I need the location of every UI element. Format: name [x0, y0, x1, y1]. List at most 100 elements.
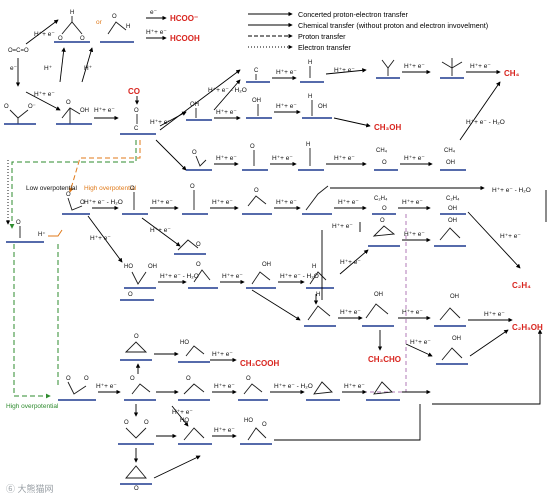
svg-text:H: H	[308, 60, 312, 66]
acetyl-intermediate: O	[238, 376, 268, 401]
hpe-label-29: H⁺+ e⁻	[402, 309, 423, 316]
hoch2ch2-intermediate: OH	[434, 218, 466, 247]
legend-label: Chemical transfer (without proton and el…	[298, 21, 488, 30]
hpe-label-28: H⁺+ e⁻	[340, 309, 361, 316]
hpe-h2o-label: H⁺+ e⁻ - H₂O	[208, 87, 247, 94]
hcc-oh-intermediate: OH	[246, 262, 276, 289]
coh-intermediate: OH	[186, 102, 212, 121]
svg-text:O: O	[192, 150, 197, 156]
svg-text:H: H	[316, 292, 320, 298]
low-overpotential-label: Low overpotential	[26, 185, 78, 192]
hpe-label-14: H⁺+ e⁻	[334, 155, 355, 162]
svg-text:OH: OH	[450, 294, 459, 300]
hpe-label-16: H⁺+ e⁻	[152, 199, 173, 206]
green-dashed-path-upper	[9, 140, 137, 229]
svg-text:O: O	[130, 186, 135, 192]
orange-dashed-path	[68, 140, 141, 193]
svg-text:OH: OH	[374, 292, 383, 298]
e-minus-label-2: e⁻	[150, 9, 158, 16]
svg-text:H⁺: H⁺	[38, 231, 46, 238]
hpe-label-4: H⁺+ e⁻	[94, 107, 115, 114]
svg-text:O: O	[196, 242, 201, 248]
product-ch3cooh: CH₃COOH	[240, 359, 279, 368]
svg-text:O⁻: O⁻	[28, 104, 36, 110]
co-adsorbed: O C	[120, 108, 156, 135]
hpe-label-6: H⁺+ e⁻	[216, 109, 237, 116]
up-to-ocho-arrow	[59, 47, 66, 83]
svg-text:OH: OH	[262, 262, 271, 268]
ch2oh-intermediate: H OH	[302, 94, 332, 119]
diag-link-lower	[171, 405, 189, 427]
ch3ch2oh-alt-intermediate: OH	[436, 336, 468, 365]
hpe-label-24: H⁺+ e⁻	[222, 273, 243, 280]
hpe-label-27: H⁺+ e⁻	[332, 223, 353, 230]
product-hcoo: HCOO⁻	[170, 14, 198, 23]
hpe-label-37: H⁺+ e⁻	[172, 409, 193, 416]
hpe-label-36: H⁺+ e⁻	[214, 427, 235, 434]
coo-adsorbed: O O⁻	[4, 104, 36, 125]
product-hcooh: HCOOH	[170, 34, 200, 43]
hpe-label-2: H⁺+ e⁻	[146, 29, 167, 36]
cooh-adsorbed: OOH	[56, 100, 92, 125]
svg-text:O: O	[144, 420, 149, 426]
green-dashed-path-lower	[13, 244, 51, 399]
epoxy-intermediate: O	[368, 218, 400, 247]
o-adsorbed-intermediate: O	[374, 160, 398, 171]
to-ch3oh-arrow	[333, 117, 371, 128]
hpe-label: H⁺+ e⁻	[34, 31, 55, 38]
ch2o-intermediate: O	[242, 144, 268, 171]
bottom-right-link	[274, 404, 421, 441]
svg-text:O: O	[84, 376, 89, 382]
dimer-to-ococoh-arrow	[87, 215, 123, 263]
svg-text:O: O	[190, 184, 195, 190]
svg-text:O: O	[58, 36, 63, 42]
oh-adsorbed-c2: OH	[440, 206, 466, 215]
purple-dashed-path	[340, 214, 407, 393]
ch2coh-intermediate: H	[306, 264, 334, 289]
svg-text:OH: OH	[190, 102, 199, 108]
hpe-label-18: H⁺+ e⁻	[276, 199, 297, 206]
hpe-label-22: H⁺+ e⁻	[90, 235, 111, 242]
o-adsorbed-c2: O	[372, 206, 396, 215]
svg-text:O: O	[382, 206, 387, 212]
product-ch3cho: CH₃CHO	[368, 355, 401, 364]
svg-text:C: C	[254, 68, 259, 74]
ring-top-2: HO	[178, 340, 210, 363]
or-label: or	[96, 19, 103, 26]
co-to-cho-arrow	[155, 139, 187, 171]
svg-text:HO: HO	[124, 264, 133, 270]
h-to-dimer-orange-link	[48, 229, 63, 237]
hpe-h2o-label-3: H⁺+ e⁻ - H₂O	[84, 199, 123, 206]
hpe-h2o-label-2: H⁺+ e⁻ - H₂O	[466, 119, 505, 126]
cc-oh-intermediate: O	[188, 262, 218, 289]
hpe-label-31: H⁺+ e⁻	[410, 339, 431, 346]
legend-item-proton: Proton transfer	[248, 32, 346, 41]
svg-text:O: O	[134, 334, 139, 340]
legend-label: Electron transfer	[298, 43, 351, 52]
glyoxal-intermediate: O O	[118, 420, 154, 445]
svg-text:O: O	[66, 100, 71, 106]
hcoh-intermediate: OH	[246, 98, 272, 119]
co2-molecule: O=C=O	[8, 48, 29, 54]
bottom-ring-intermediate: O	[120, 465, 152, 492]
oc-co-dimer: O O	[62, 192, 90, 215]
oh-adsorbed-intermediate: OH	[440, 160, 466, 171]
svg-text:O: O	[66, 192, 71, 198]
svg-text:H: H	[306, 142, 310, 148]
svg-text:O: O	[186, 376, 191, 382]
c2h4-small-label-2: C₂H₄	[446, 196, 460, 202]
svg-text:OH: OH	[252, 98, 261, 104]
ch4-small-label-2: CH₄	[444, 148, 456, 154]
svg-text:O: O	[4, 104, 9, 110]
co-h-adsorbed: O H⁺	[6, 220, 46, 243]
to-ch-oh-row-arrow	[251, 289, 301, 321]
svg-text:O: O	[262, 422, 267, 428]
svg-text:OH: OH	[148, 264, 157, 270]
oh-to-c2h4-arrow	[467, 211, 521, 269]
svg-text:O: O	[250, 144, 255, 150]
hpe-label-3: H⁺+ e⁻	[34, 91, 55, 98]
co2-to-ocho-arrow	[25, 19, 59, 45]
ch-intermediate: H	[300, 60, 324, 83]
